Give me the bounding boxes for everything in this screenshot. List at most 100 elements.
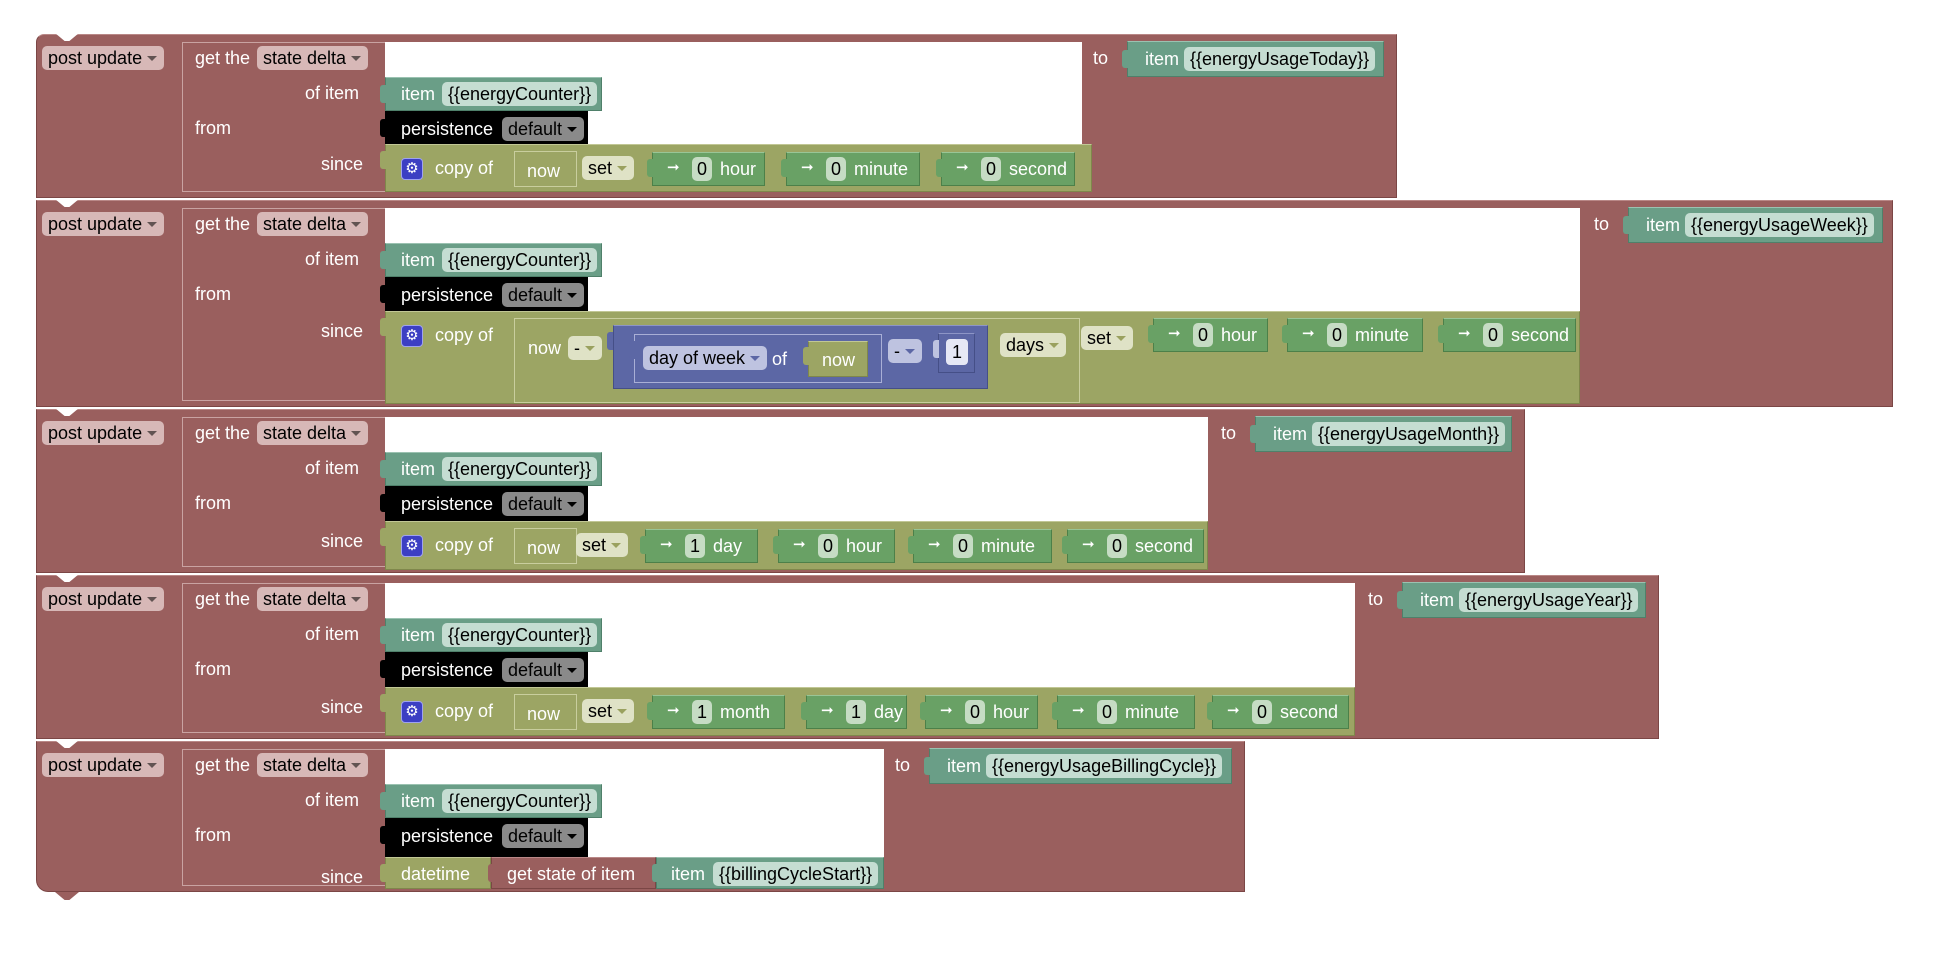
set-dropdown[interactable]: set bbox=[582, 156, 635, 180]
connector-notch bbox=[1623, 216, 1629, 234]
gear-icon[interactable]: ⚙ bbox=[401, 535, 423, 557]
target-item-name-field[interactable]: {{energyUsageToday}} bbox=[1184, 47, 1376, 71]
copy-of-label: copy of bbox=[435, 325, 494, 345]
now-label: now bbox=[527, 538, 561, 558]
input-notch bbox=[176, 590, 182, 608]
target-item-name-field[interactable]: {{energyUsageBillingCycle}} bbox=[986, 754, 1223, 778]
arrow-right-icon: ➞ bbox=[793, 536, 806, 553]
connector-notch bbox=[803, 347, 809, 365]
item-name-field[interactable]: {{energyCounter}} bbox=[442, 248, 598, 272]
persistence-dropdown[interactable]: default bbox=[502, 117, 585, 141]
state-delta-dropdown[interactable]: state delta bbox=[257, 46, 369, 70]
target-item-name-field[interactable]: {{energyUsageWeek}} bbox=[1685, 213, 1874, 237]
duration-value-field[interactable]: 1 bbox=[846, 700, 867, 724]
duration-value-field[interactable]: 0 bbox=[1252, 700, 1273, 724]
gear-icon[interactable]: ⚙ bbox=[401, 158, 423, 180]
connector-notch bbox=[380, 285, 386, 303]
state-delta-dropdown[interactable]: state delta bbox=[257, 212, 369, 236]
duration-value-field[interactable]: 0 bbox=[953, 534, 974, 558]
of-item-label: of item bbox=[305, 624, 360, 644]
now-block[interactable] bbox=[514, 528, 577, 564]
connector-notch bbox=[380, 119, 386, 137]
state-delta-dropdown[interactable]: state delta bbox=[257, 587, 369, 611]
set-second-block[interactable] bbox=[1067, 529, 1204, 563]
duration-unit-label: minute bbox=[854, 159, 909, 179]
set-dropdown[interactable]: set bbox=[582, 699, 635, 723]
now-block[interactable] bbox=[514, 151, 577, 187]
set-minute-block[interactable] bbox=[1287, 318, 1423, 352]
duration-value-field[interactable]: 0 bbox=[1327, 323, 1348, 347]
input-notch bbox=[176, 215, 182, 233]
duration-value-field[interactable]: 0 bbox=[1097, 700, 1118, 724]
state-delta-dropdown[interactable]: state delta bbox=[257, 753, 369, 777]
connector-notch bbox=[640, 536, 646, 554]
state-item-name-field[interactable]: {{billingCycleStart}} bbox=[713, 862, 879, 886]
set-second-block[interactable] bbox=[1443, 318, 1576, 352]
duration-value-field[interactable]: 0 bbox=[1107, 534, 1128, 558]
duration-value-field[interactable]: 0 bbox=[818, 534, 839, 558]
math-operator-dropdown[interactable]: - bbox=[888, 339, 922, 363]
copy-of-label: copy of bbox=[435, 535, 494, 555]
gear-icon[interactable]: ⚙ bbox=[401, 325, 423, 347]
item-label: item bbox=[401, 84, 436, 104]
item-name-field[interactable]: {{energyCounter}} bbox=[442, 789, 598, 813]
duration-value-field[interactable]: 1 bbox=[692, 700, 713, 724]
set-second-block[interactable] bbox=[941, 152, 1075, 186]
duration-unit-label: day bbox=[713, 536, 743, 556]
connector-notch bbox=[380, 318, 386, 336]
post-update-dropdown[interactable]: post update bbox=[42, 421, 165, 445]
arrow-right-icon: ➞ bbox=[667, 159, 680, 176]
operator-dropdown[interactable]: - bbox=[568, 336, 602, 360]
number-field[interactable]: 1 bbox=[946, 339, 969, 365]
connector-notch bbox=[1250, 425, 1256, 443]
block-bottom-tab bbox=[55, 892, 79, 900]
connector-notch bbox=[652, 864, 658, 882]
target-item-name-field[interactable]: {{energyUsageYear}} bbox=[1459, 588, 1639, 612]
gear-icon[interactable]: ⚙ bbox=[401, 701, 423, 723]
connector-notch bbox=[488, 864, 494, 882]
since-label: since bbox=[321, 321, 364, 341]
from-label: from bbox=[195, 825, 231, 845]
now-block[interactable] bbox=[514, 694, 577, 730]
set-minute-block[interactable] bbox=[1057, 695, 1195, 729]
from-label: from bbox=[195, 493, 231, 513]
target-item-name-field[interactable]: {{energyUsageMonth}} bbox=[1312, 422, 1506, 446]
item-name-field[interactable]: {{energyCounter}} bbox=[442, 457, 598, 481]
post-update-dropdown[interactable]: post update bbox=[42, 212, 165, 236]
item-label: item bbox=[947, 756, 982, 776]
connector-notch bbox=[1148, 325, 1154, 343]
set-second-block[interactable] bbox=[1212, 695, 1349, 729]
set-month-block[interactable] bbox=[652, 695, 785, 729]
item-name-field[interactable]: {{energyCounter}} bbox=[442, 82, 598, 106]
set-dropdown[interactable]: set bbox=[576, 533, 629, 557]
duration-value-field[interactable]: 0 bbox=[826, 157, 847, 181]
duration-value-field[interactable]: 0 bbox=[965, 700, 986, 724]
block-notch bbox=[55, 199, 79, 207]
day-of-week-dropdown[interactable]: day of week bbox=[643, 346, 768, 370]
duration-value-field[interactable]: 0 bbox=[981, 157, 1002, 181]
from-label: from bbox=[195, 118, 231, 138]
post-update-dropdown[interactable]: post update bbox=[42, 753, 165, 777]
persistence-label: persistence bbox=[401, 285, 494, 305]
connector-notch bbox=[607, 332, 613, 350]
post-update-dropdown[interactable]: post update bbox=[42, 46, 165, 70]
item-name-field[interactable]: {{energyCounter}} bbox=[442, 623, 598, 647]
duration-value-field[interactable]: 0 bbox=[692, 157, 713, 181]
connector-notch bbox=[647, 159, 653, 177]
set-dropdown[interactable]: set bbox=[1081, 326, 1134, 350]
duration-value-field[interactable]: 1 bbox=[685, 534, 706, 558]
state-delta-dropdown[interactable]: state delta bbox=[257, 421, 369, 445]
arrow-right-icon: ➞ bbox=[1458, 325, 1471, 342]
connector-notch bbox=[781, 159, 787, 177]
duration-value-field[interactable]: 0 bbox=[1193, 323, 1214, 347]
persistence-dropdown[interactable]: default bbox=[502, 492, 585, 516]
duration-value-field[interactable]: 0 bbox=[1483, 323, 1504, 347]
set-minute-block[interactable] bbox=[786, 152, 920, 186]
from-label: from bbox=[195, 659, 231, 679]
persistence-dropdown[interactable]: default bbox=[502, 658, 585, 682]
persistence-dropdown[interactable]: default bbox=[502, 283, 585, 307]
now-block[interactable] bbox=[808, 341, 868, 377]
unit-dropdown[interactable]: days bbox=[1000, 333, 1067, 357]
persistence-dropdown[interactable]: default bbox=[502, 824, 585, 848]
post-update-dropdown[interactable]: post update bbox=[42, 587, 165, 611]
